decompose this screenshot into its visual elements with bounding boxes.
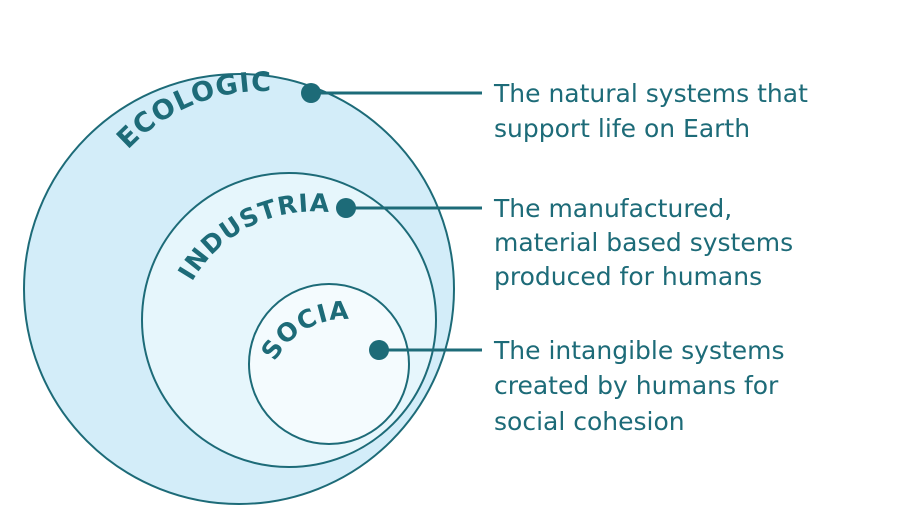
industrial-dot (336, 198, 356, 218)
industrial-description: The manufactured, material based systems… (493, 194, 801, 291)
ecological-description: The natural systems that support life on… (493, 79, 816, 143)
social-circle (248, 283, 410, 445)
social-dot (369, 340, 389, 360)
social-description: The intangible systems created by humans… (493, 336, 793, 436)
ecological-dot (301, 83, 321, 103)
